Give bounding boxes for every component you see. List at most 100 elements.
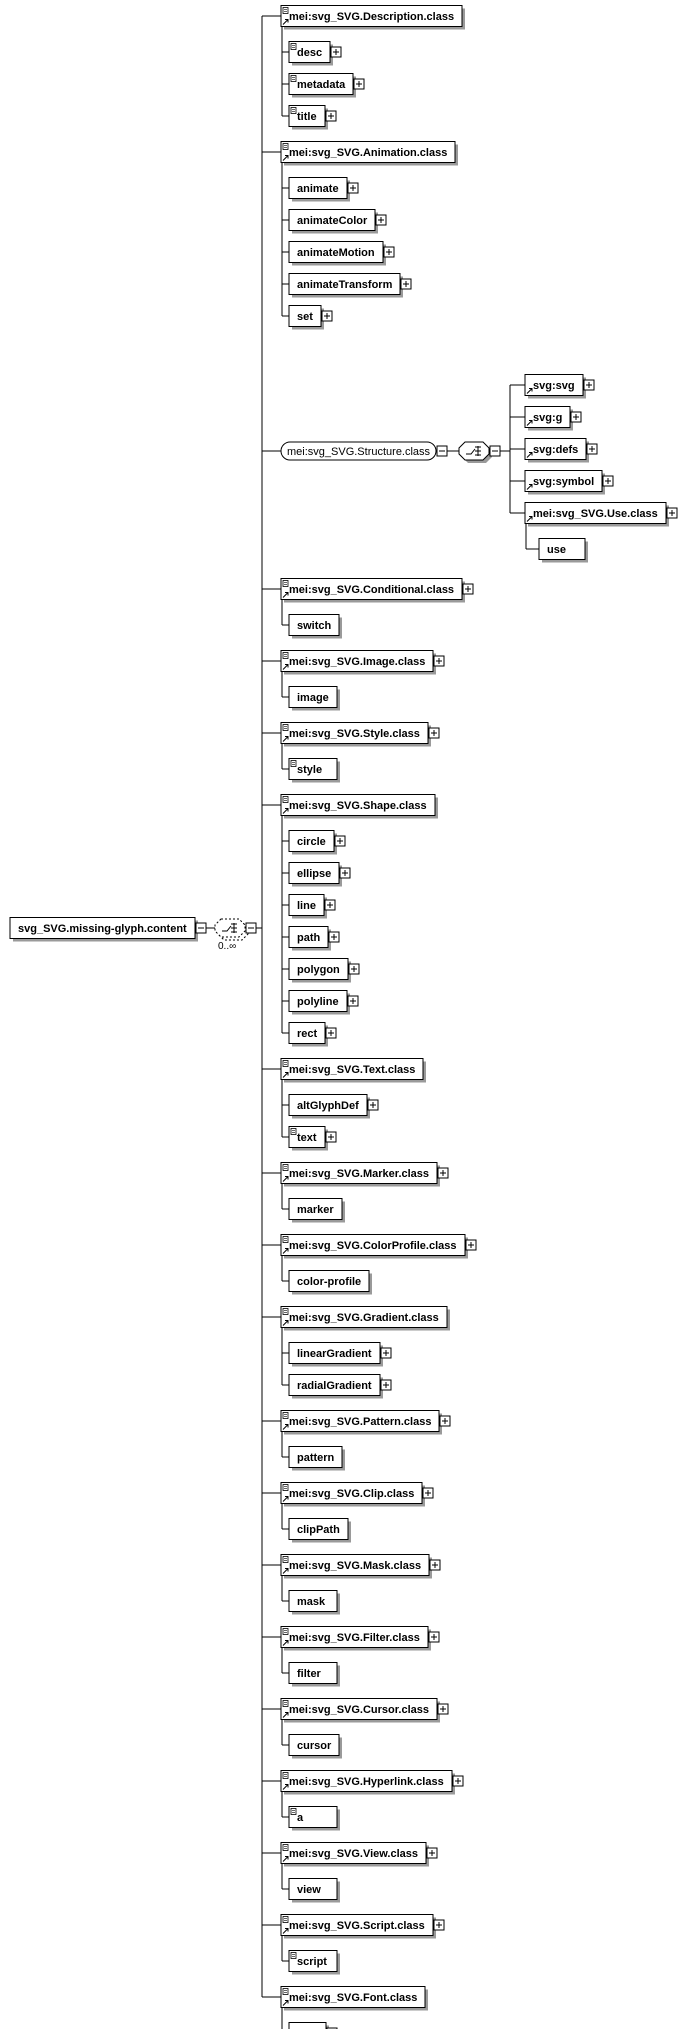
element-polygon[interactable]: polygon: [288, 958, 360, 983]
element-rect[interactable]: rect: [288, 1022, 337, 1047]
element-mei-svg-svg-pattern-class[interactable]: mei:svg_SVG.Pattern.class: [280, 1410, 451, 1435]
expand-icon[interactable]: [433, 655, 445, 667]
element-clippath[interactable]: clipPath: [288, 1518, 351, 1543]
element-svg-defs[interactable]: svg:defs: [524, 438, 598, 463]
expand-icon[interactable]: [375, 214, 387, 226]
element-path[interactable]: path: [288, 926, 340, 951]
element-mei-svg-svg-hyperlink-class[interactable]: mei:svg_SVG.Hyperlink.class: [280, 1770, 464, 1795]
collapse-icon[interactable]: [489, 445, 501, 457]
structure-choice-compositor[interactable]: [458, 441, 501, 463]
element-animate[interactable]: animate: [288, 177, 359, 202]
element-mei-svg-svg-filter-class[interactable]: mei:svg_SVG.Filter.class: [280, 1626, 440, 1651]
expand-icon[interactable]: [380, 1379, 392, 1391]
expand-icon[interactable]: [347, 995, 359, 1007]
expand-icon[interactable]: [437, 1167, 449, 1179]
collapse-icon[interactable]: [245, 922, 257, 934]
expand-icon[interactable]: [422, 1487, 434, 1499]
element-svg-svg-missing-glyph-content[interactable]: svg_SVG.missing-glyph.content: [9, 917, 198, 942]
element-set[interactable]: set: [288, 305, 333, 330]
element-mei-svg-svg-mask-class[interactable]: mei:svg_SVG.Mask.class: [280, 1554, 441, 1579]
expand-icon[interactable]: [439, 1415, 451, 1427]
expand-icon[interactable]: [462, 583, 474, 595]
element-mei-svg-svg-style-class[interactable]: mei:svg_SVG.Style.class: [280, 722, 440, 747]
expand-icon[interactable]: [465, 1239, 477, 1251]
element-mei-svg-svg-view-class[interactable]: mei:svg_SVG.View.class: [280, 1842, 438, 1867]
element-mei-svg-svg-animation-class[interactable]: mei:svg_SVG.Animation.class: [280, 141, 458, 166]
element-pattern[interactable]: pattern: [288, 1446, 345, 1471]
expand-icon[interactable]: [325, 110, 337, 122]
element-mei-svg-svg-use-class[interactable]: mei:svg_SVG.Use.class: [524, 502, 678, 527]
expand-icon[interactable]: [324, 899, 336, 911]
expand-icon[interactable]: [452, 1775, 464, 1787]
element-filter[interactable]: filter: [288, 1662, 340, 1687]
expand-icon[interactable]: [353, 78, 365, 90]
expand-icon[interactable]: [339, 867, 351, 879]
element-color-profile[interactable]: color-profile: [288, 1270, 372, 1295]
expand-icon[interactable]: [666, 507, 678, 519]
element-mei-svg-svg-font-class[interactable]: mei:svg_SVG.Font.class: [280, 1986, 428, 2011]
expand-icon[interactable]: [330, 46, 342, 58]
expand-icon[interactable]: [426, 1847, 438, 1859]
element-marker[interactable]: marker: [288, 1198, 345, 1223]
expand-icon[interactable]: [586, 443, 598, 455]
element-script[interactable]: script: [288, 1950, 340, 1975]
expand-icon[interactable]: [428, 1631, 440, 1643]
element-polyline[interactable]: polyline: [288, 990, 359, 1015]
element-animatecolor[interactable]: animateColor: [288, 209, 387, 234]
element-ellipse[interactable]: ellipse: [288, 862, 351, 887]
element-mei-svg-svg-marker-class[interactable]: mei:svg_SVG.Marker.class: [280, 1162, 449, 1187]
expand-icon[interactable]: [348, 963, 360, 975]
expand-icon[interactable]: [325, 1131, 337, 1143]
element-animatemotion[interactable]: animateMotion: [288, 241, 395, 266]
element-line[interactable]: line: [288, 894, 336, 919]
expand-icon[interactable]: [325, 1027, 337, 1039]
element-metadata[interactable]: metadata: [288, 73, 365, 98]
element-svg-svg[interactable]: svg:svg: [524, 374, 595, 399]
expand-icon[interactable]: [321, 310, 333, 322]
expand-icon[interactable]: [437, 1703, 449, 1715]
element-text[interactable]: text: [288, 1126, 337, 1151]
element-mei-svg-svg-text-class[interactable]: mei:svg_SVG.Text.class: [280, 1058, 426, 1083]
element-desc[interactable]: desc: [288, 41, 342, 66]
element-mask[interactable]: mask: [288, 1590, 340, 1615]
element-mei-svg-svg-gradient-class[interactable]: mei:svg_SVG.Gradient.class: [280, 1306, 450, 1331]
expand-icon[interactable]: [347, 182, 359, 194]
root-choice-compositor[interactable]: [214, 918, 257, 941]
expand-icon[interactable]: [383, 246, 395, 258]
element-cursor[interactable]: cursor: [288, 1734, 342, 1759]
element-title[interactable]: title: [288, 105, 337, 130]
expand-icon[interactable]: [328, 931, 340, 943]
expand-icon[interactable]: [570, 411, 582, 423]
expand-icon[interactable]: [334, 835, 346, 847]
element-svg-g[interactable]: svg:g: [524, 406, 582, 431]
element-mei-svg-svg-clip-class[interactable]: mei:svg_SVG.Clip.class: [280, 1482, 434, 1507]
element-style[interactable]: style: [288, 758, 340, 783]
group-mei-svg-svg-structure-class[interactable]: mei:svg_SVG.Structure.class: [280, 441, 448, 461]
element-image[interactable]: image: [288, 686, 340, 711]
expand-icon[interactable]: [367, 1099, 379, 1111]
element-mei-svg-svg-conditional-class[interactable]: mei:svg_SVG.Conditional.class: [280, 578, 474, 603]
element-svg-symbol[interactable]: svg:symbol: [524, 470, 614, 495]
element-radialgradient[interactable]: radialGradient: [288, 1374, 392, 1399]
element-font[interactable]: font: [288, 2022, 338, 2029]
element-mei-svg-svg-image-class[interactable]: mei:svg_SVG.Image.class: [280, 650, 445, 675]
element-mei-svg-svg-description-class[interactable]: mei:svg_SVG.Description.class: [280, 5, 465, 30]
expand-icon[interactable]: [583, 379, 595, 391]
element-altglyphdef[interactable]: altGlyphDef: [288, 1094, 379, 1119]
expand-icon[interactable]: [400, 278, 412, 290]
collapse-icon[interactable]: [436, 445, 448, 457]
element-use[interactable]: use: [538, 538, 588, 563]
element-a[interactable]: a: [288, 1806, 340, 1831]
element-mei-svg-svg-shape-class[interactable]: mei:svg_SVG.Shape.class: [280, 794, 438, 819]
expand-icon[interactable]: [380, 1347, 392, 1359]
expand-icon[interactable]: [433, 1919, 445, 1931]
expand-icon[interactable]: [602, 475, 614, 487]
expand-icon[interactable]: [429, 1559, 441, 1571]
element-animatetransform[interactable]: animateTransform: [288, 273, 412, 298]
element-mei-svg-svg-script-class[interactable]: mei:svg_SVG.Script.class: [280, 1914, 445, 1939]
element-mei-svg-svg-colorprofile-class[interactable]: mei:svg_SVG.ColorProfile.class: [280, 1234, 477, 1259]
root-collapse-icon[interactable]: [195, 922, 207, 934]
element-circle[interactable]: circle: [288, 830, 346, 855]
expand-icon[interactable]: [428, 727, 440, 739]
element-switch[interactable]: switch: [288, 614, 342, 639]
